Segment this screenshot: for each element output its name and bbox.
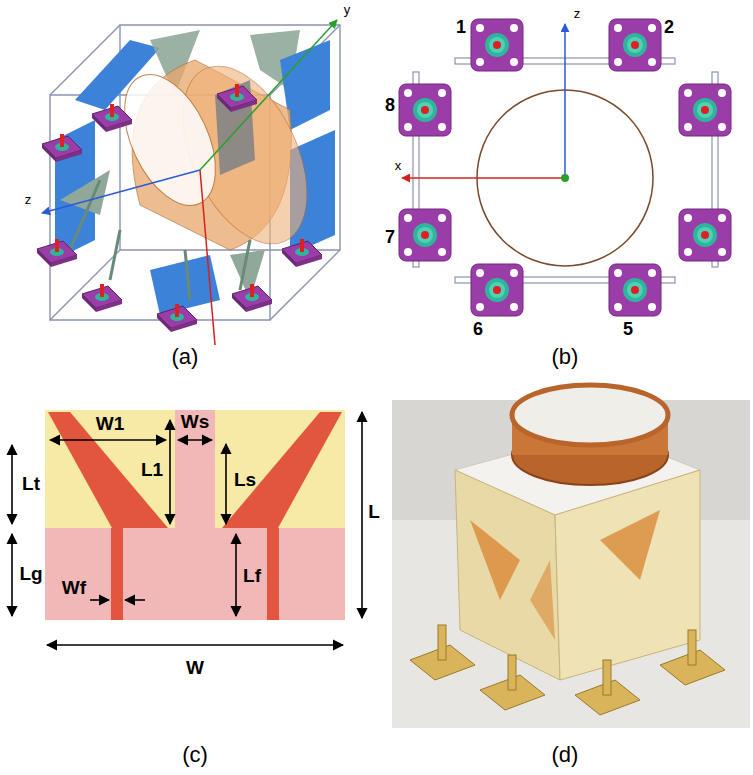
top-view	[399, 84, 451, 136]
panel-caption: (a)	[172, 345, 199, 369]
axis-label: z	[574, 7, 581, 21]
dimension-arrows	[125, 599, 145, 601]
axis-label: x	[395, 159, 402, 173]
dimension-label: W1	[96, 414, 125, 435]
connectors-3d	[42, 134, 82, 162]
dimension-label: Lt	[22, 474, 40, 495]
prototype-photo	[555, 470, 700, 680]
panel-caption: (d)	[552, 743, 579, 767]
axis-label: z	[25, 193, 32, 207]
dimension-label: Wf	[62, 578, 86, 599]
sma-connectors-photo	[688, 630, 696, 665]
top-view	[609, 19, 661, 71]
dimension-label: Lf	[243, 566, 261, 587]
copper-cylinder	[106, 47, 332, 263]
port-number: 1	[456, 18, 466, 38]
sma-connectors-photo	[508, 655, 516, 690]
dimension-arrows	[12, 412, 362, 645]
axes	[200, 20, 337, 170]
connectors-3d	[282, 239, 322, 267]
prototype-photo	[470, 520, 520, 600]
dimension-arrows	[90, 599, 109, 601]
prototype-photo	[392, 400, 750, 728]
port-number: 7	[385, 228, 395, 248]
connectors-3d	[217, 84, 257, 112]
dimension-arrows	[11, 445, 13, 524]
antenna-panels	[55, 30, 335, 315]
prototype-photo	[392, 385, 750, 728]
dimension-arrows	[361, 412, 363, 618]
tapered-arm	[48, 412, 168, 528]
tapered-arm	[222, 412, 342, 528]
port-number: 5	[623, 320, 633, 340]
top-view	[679, 84, 731, 136]
copper-cylinder	[106, 60, 234, 219]
prototype-photo	[600, 510, 660, 580]
dimension-arrows	[178, 439, 212, 441]
axes	[42, 20, 337, 345]
dimension-arrows	[225, 444, 227, 524]
connectors-3d	[92, 104, 132, 132]
x-axis	[402, 177, 565, 179]
connectors-3d	[82, 284, 122, 312]
connectors-3d	[37, 84, 322, 332]
antenna-panels	[60, 170, 110, 215]
origin-dot	[561, 174, 569, 182]
wire-frame-cube	[50, 25, 340, 320]
sma-connectors-photo	[603, 660, 611, 695]
dimension-arrows	[50, 439, 166, 441]
dimension-label: Ls	[234, 470, 256, 491]
ground-plane	[45, 528, 345, 620]
axes	[42, 170, 200, 213]
axis-label: y	[344, 3, 351, 17]
prototype-photo	[530, 560, 555, 640]
top-view	[471, 264, 523, 316]
connectors-3d	[232, 284, 272, 312]
sma-connectors-photo	[410, 625, 725, 715]
top-view	[471, 19, 523, 71]
substrate-top	[45, 410, 345, 528]
prototype-photo	[455, 470, 560, 680]
antenna-render	[37, 20, 340, 345]
top-view	[399, 209, 451, 261]
connectors-3d	[157, 304, 197, 332]
feed-line	[267, 528, 279, 620]
ground-stub	[175, 410, 215, 528]
top-view	[609, 264, 661, 316]
prototype-photo	[512, 385, 668, 445]
dimension-arrows	[169, 420, 171, 524]
dimension-label: Ws	[181, 412, 210, 433]
dimension-label: Lg	[19, 564, 42, 585]
port-number: 2	[664, 18, 674, 38]
panel-caption: (b)	[552, 345, 579, 369]
feed-line	[111, 528, 123, 620]
port-number: 8	[385, 96, 395, 116]
connectors-3d	[37, 239, 77, 267]
sma-connectors-photo	[438, 625, 446, 660]
dimension-arrows	[47, 644, 343, 646]
dimension-label: L1	[141, 460, 163, 481]
dimension-label: L	[368, 502, 380, 523]
top-view	[399, 19, 731, 316]
port-number: 6	[473, 320, 483, 340]
z-axis	[564, 24, 566, 178]
element-layout	[12, 410, 362, 645]
dimension-arrows	[11, 534, 13, 616]
panel-caption: (c)	[182, 743, 208, 767]
axes	[200, 170, 215, 345]
dimension-label: W	[186, 658, 204, 679]
dimension-arrows	[235, 534, 237, 616]
top-view	[679, 209, 731, 261]
wire-frame-cube	[50, 25, 340, 320]
